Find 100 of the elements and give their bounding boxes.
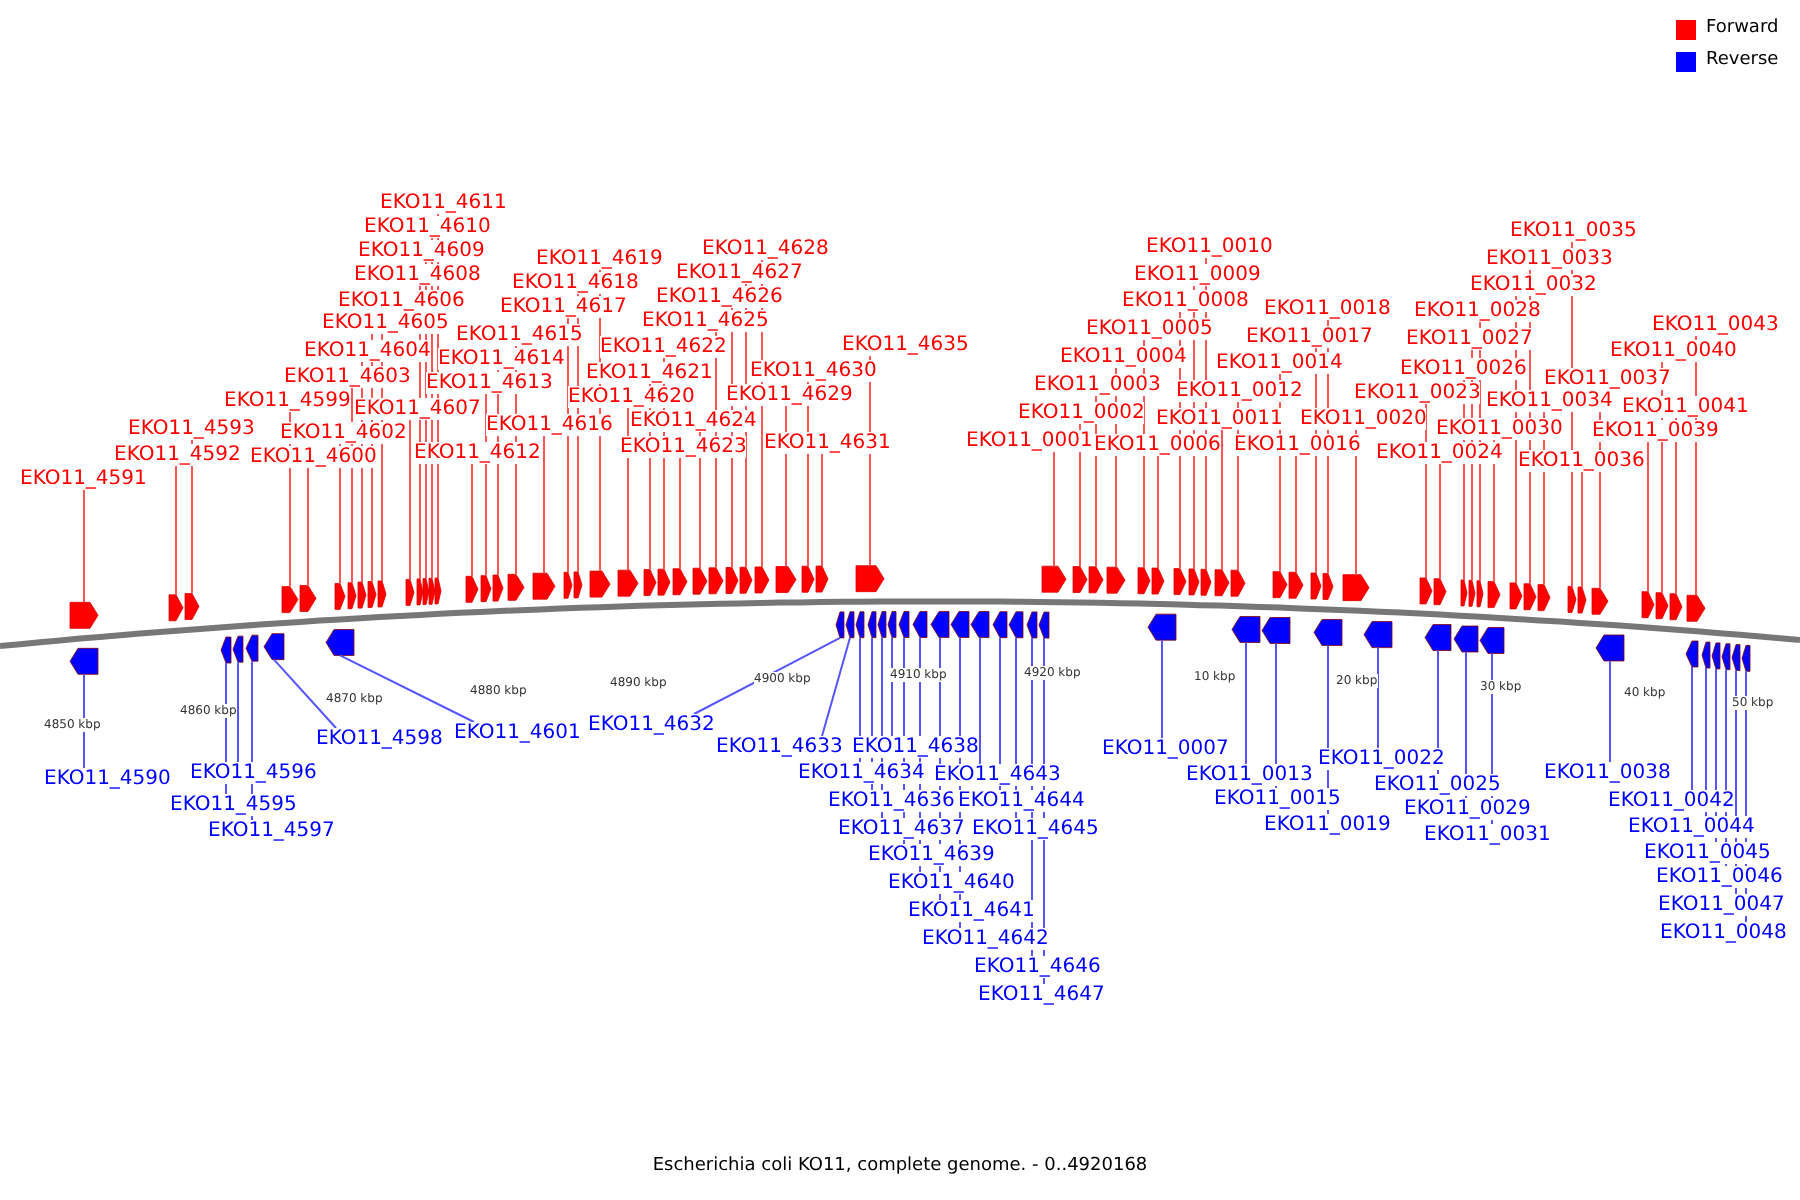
gene-feature bbox=[1106, 566, 1126, 594]
gene-label: EKO11_4629 bbox=[726, 384, 853, 406]
gene-label: EKO11_0012 bbox=[1176, 380, 1303, 402]
gene-feature bbox=[220, 636, 232, 664]
gene-label: EKO11_0015 bbox=[1214, 788, 1341, 810]
gene-feature bbox=[1595, 634, 1625, 662]
gene-label: EKO11_4609 bbox=[358, 240, 485, 262]
leader-line bbox=[175, 465, 177, 596]
leader-line bbox=[1705, 667, 1707, 817]
gene-label: EKO11_4637 bbox=[838, 818, 965, 840]
leader-line bbox=[1295, 455, 1297, 574]
gene-feature bbox=[1701, 641, 1711, 669]
gene-feature bbox=[69, 601, 99, 629]
gene-label: EKO11_0048 bbox=[1660, 922, 1787, 944]
leader-line bbox=[83, 673, 85, 769]
gene-label: EKO11_0002 bbox=[1018, 402, 1145, 424]
gene-label: EKO11_4595 bbox=[170, 794, 297, 816]
gene-feature bbox=[263, 633, 285, 661]
gene-feature bbox=[1272, 571, 1288, 599]
gene-label: EKO11_4639 bbox=[868, 844, 995, 866]
leader-line bbox=[1691, 666, 1693, 791]
gene-feature bbox=[347, 582, 357, 610]
leader-line bbox=[1675, 417, 1677, 595]
gene-feature bbox=[1424, 624, 1452, 651]
leader-line bbox=[627, 407, 629, 572]
gene-feature bbox=[657, 568, 671, 596]
gene-label: EKO11_0005 bbox=[1086, 318, 1213, 340]
gene-feature bbox=[69, 647, 99, 675]
gene-label: EKO11_4635 bbox=[842, 334, 969, 356]
leader-line bbox=[1355, 429, 1357, 576]
gene-label: EKO11_4617 bbox=[500, 296, 627, 318]
gene-label: EKO11_0039 bbox=[1592, 420, 1719, 442]
gene-label: EKO11_4623 bbox=[620, 436, 747, 458]
gene-label: EKO11_0004 bbox=[1060, 346, 1187, 368]
gene-label: EKO11_4600 bbox=[250, 446, 377, 468]
gene-label: EKO11_0030 bbox=[1436, 418, 1563, 440]
leader-line bbox=[543, 435, 545, 575]
gene-label: EKO11_4640 bbox=[888, 872, 1015, 894]
gene-label: EKO11_4646 bbox=[974, 956, 1101, 978]
gene-feature bbox=[1567, 586, 1577, 613]
leader-line bbox=[1161, 639, 1163, 739]
gene-label: EKO11_4644 bbox=[958, 790, 1085, 812]
gene-label: EKO11_0037 bbox=[1544, 368, 1671, 390]
gene-feature bbox=[480, 575, 492, 603]
leader-line bbox=[1425, 403, 1427, 579]
gene-label: EKO11_0008 bbox=[1122, 290, 1249, 312]
gene-feature bbox=[1200, 568, 1212, 596]
gene-feature bbox=[1041, 565, 1067, 593]
gene-label: EKO11_0003 bbox=[1034, 374, 1161, 396]
gene-feature bbox=[1509, 582, 1523, 610]
gene-feature bbox=[930, 611, 950, 638]
gene-label: EKO11_0006 bbox=[1094, 434, 1221, 456]
leader-line bbox=[1581, 471, 1583, 589]
leader-line bbox=[471, 463, 473, 578]
leader-line bbox=[1647, 441, 1649, 593]
gene-feature bbox=[428, 577, 436, 605]
gene-label: EKO11_4597 bbox=[208, 820, 335, 842]
gene-label: EKO11_4591 bbox=[20, 468, 147, 490]
gene-label: EKO11_4612 bbox=[414, 442, 541, 464]
gene-feature bbox=[1038, 611, 1050, 639]
gene-label: EKO11_0042 bbox=[1608, 790, 1735, 812]
gene-label: EKO11_4615 bbox=[456, 324, 583, 346]
gene-feature bbox=[563, 571, 573, 599]
gene-feature bbox=[617, 569, 639, 597]
gene-feature bbox=[1008, 611, 1024, 639]
gene-feature bbox=[416, 578, 424, 606]
gene-label: EKO11_4633 bbox=[716, 736, 843, 758]
gene-feature bbox=[1261, 617, 1291, 644]
gene-feature bbox=[434, 577, 442, 605]
gene-label: EKO11_0019 bbox=[1264, 814, 1391, 836]
gene-feature bbox=[1591, 587, 1609, 615]
gene-feature bbox=[845, 611, 855, 639]
gene-feature bbox=[815, 565, 829, 593]
gene-feature bbox=[725, 567, 739, 594]
gene-label: EKO11_0029 bbox=[1404, 798, 1531, 820]
gene-label: EKO11_0011 bbox=[1156, 408, 1283, 430]
leader-line bbox=[679, 457, 681, 570]
gene-label: EKO11_0038 bbox=[1544, 762, 1671, 784]
gene-label: EKO11_4622 bbox=[600, 336, 727, 358]
gene-feature bbox=[245, 634, 259, 662]
gene-label: EKO11_0013 bbox=[1186, 764, 1313, 786]
gene-label: EKO11_0023 bbox=[1354, 382, 1481, 404]
gene-label: EKO11_4625 bbox=[642, 310, 769, 332]
gene-feature bbox=[1523, 583, 1537, 611]
leader-line bbox=[999, 636, 1001, 791]
gene-feature bbox=[1685, 640, 1699, 668]
gene-feature bbox=[1088, 566, 1104, 594]
gene-feature bbox=[1686, 594, 1706, 622]
gene-feature bbox=[367, 581, 377, 608]
gene-label: EKO11_0031 bbox=[1424, 824, 1551, 846]
gene-label: EKO11_0035 bbox=[1510, 220, 1637, 242]
gene-feature bbox=[1288, 571, 1304, 599]
leader-line bbox=[83, 489, 85, 604]
gene-feature bbox=[855, 611, 865, 639]
gene-feature bbox=[168, 594, 184, 622]
gene-feature bbox=[1731, 644, 1741, 671]
leader-line bbox=[1245, 641, 1247, 765]
gene-label: EKO11_4599 bbox=[224, 390, 351, 412]
gene-label: EKO11_4596 bbox=[190, 762, 317, 784]
gene-label: EKO11_4613 bbox=[426, 372, 553, 394]
